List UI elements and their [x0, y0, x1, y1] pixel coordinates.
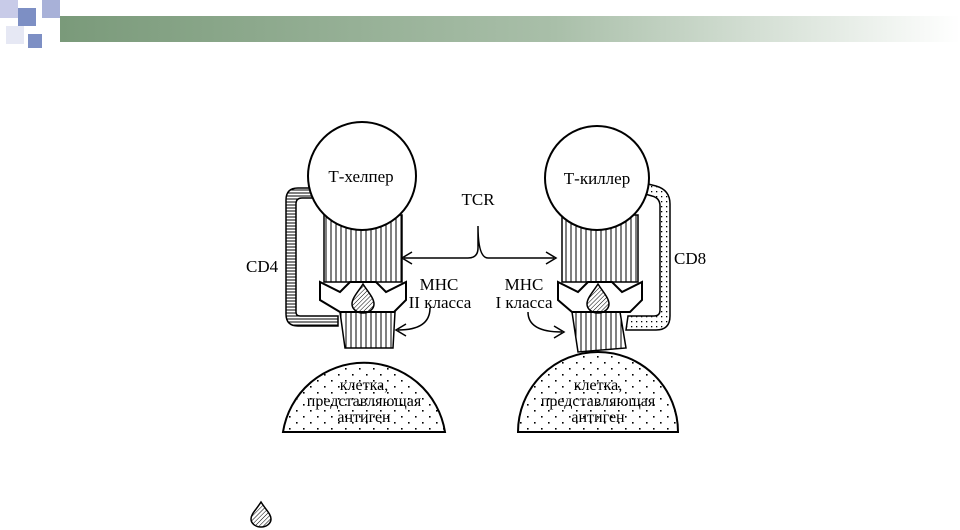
tcr-arrow-right-head [545, 251, 558, 265]
mhc-ii-arrow-head [394, 323, 407, 337]
left-apc-label-line2: представляющая [307, 393, 422, 410]
right-apc-label-line2: представляющая [541, 393, 656, 410]
mhc-i-label-line2: I класса [495, 293, 552, 312]
left-antigen-peptide-icon [351, 282, 375, 314]
cd4-label: CD4 [246, 257, 279, 276]
right-mhc-i-stalk [571, 311, 627, 353]
left-t-helper-group [281, 121, 447, 433]
accent-square [42, 0, 60, 18]
right-apc-label-line3: антиген [571, 409, 625, 426]
tcr-brace [404, 225, 554, 259]
mhc-i-arrow-head [553, 325, 566, 339]
accent-square [6, 26, 24, 44]
tcr-arrow-left-head [400, 251, 413, 265]
mhc-ii-arrow [397, 307, 431, 331]
left-apc-label-line3: антиген [337, 409, 391, 426]
antigen-peptide-legend-icon [250, 500, 272, 528]
mhc-i-arrow [527, 311, 563, 333]
mhc-ii-label-line2: II класса [409, 293, 472, 312]
cd8-label: CD8 [674, 249, 706, 268]
t-killer-cell [544, 125, 650, 231]
mhc-arrows [394, 307, 566, 339]
slide-header-decoration [0, 0, 960, 48]
cd8-coreceptor [625, 181, 671, 331]
tcr-pointer [400, 225, 558, 265]
left-apc-cell [281, 361, 447, 433]
accent-square [18, 8, 36, 26]
tcr-label: TCR [461, 190, 495, 209]
accent-square [0, 0, 18, 18]
left-apc-label-line1: клетка, [340, 377, 388, 394]
header-gradient-bar [60, 16, 960, 42]
accent-square [28, 34, 42, 48]
t-helper-cell [307, 121, 417, 231]
t-helper-label: Т-хелпер [328, 167, 393, 186]
cd4-coreceptor [285, 187, 339, 327]
right-apc-label-line1: клетка, [574, 377, 622, 394]
t-killer-label: Т-киллер [564, 169, 630, 188]
mhc-ii-label-line1: МНС [420, 275, 459, 294]
mhc-i-label-line1: МНС [505, 275, 544, 294]
right-antigen-peptide-icon [586, 282, 610, 314]
right-apc-cell [516, 351, 680, 433]
left-mhc-ii-stalk [339, 311, 396, 349]
right-t-killer-group [516, 125, 680, 433]
